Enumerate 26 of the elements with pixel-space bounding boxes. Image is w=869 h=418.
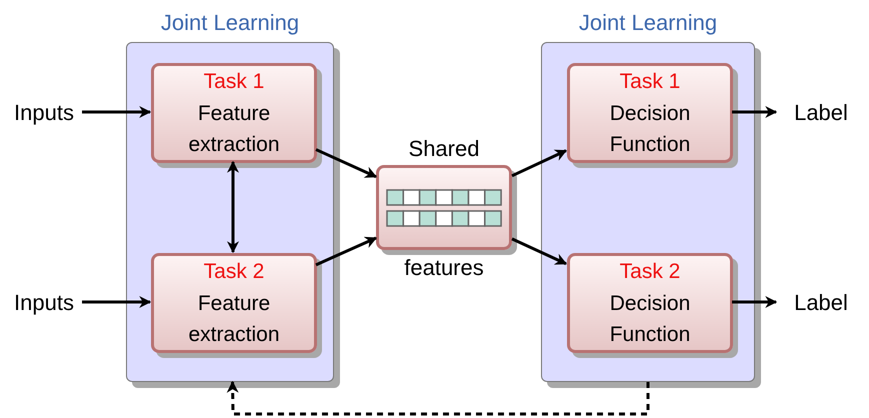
dashed-arrow	[226, 380, 650, 416]
double-arrow	[227, 160, 239, 254]
io-label: Inputs	[14, 288, 74, 317]
arrow	[732, 106, 778, 118]
task-title: Task 2	[620, 259, 680, 285]
io-label: Label	[794, 288, 848, 316]
io-label: Label	[794, 98, 848, 126]
arrow	[315, 236, 378, 266]
arrow	[511, 237, 568, 266]
arrow	[82, 106, 152, 118]
task-label: Feature extraction	[187, 101, 281, 158]
task-label: Decision Function	[608, 291, 692, 348]
io-label: Inputs	[14, 98, 74, 127]
arrow	[82, 296, 152, 308]
task-label: Decision Function	[608, 101, 692, 158]
task-label: Feature extraction	[187, 291, 281, 348]
task-title: Task 1	[204, 69, 264, 95]
group-title: Joint Learning	[160, 8, 300, 37]
task-title: Task 1	[620, 69, 680, 95]
node-label: Shared	[408, 134, 480, 162]
group-title: Joint Learning	[578, 8, 718, 37]
arrow	[315, 148, 378, 178]
node-label: features	[404, 254, 484, 282]
arrow	[732, 296, 778, 308]
arrow	[511, 149, 568, 178]
task-title: Task 2	[204, 259, 264, 285]
